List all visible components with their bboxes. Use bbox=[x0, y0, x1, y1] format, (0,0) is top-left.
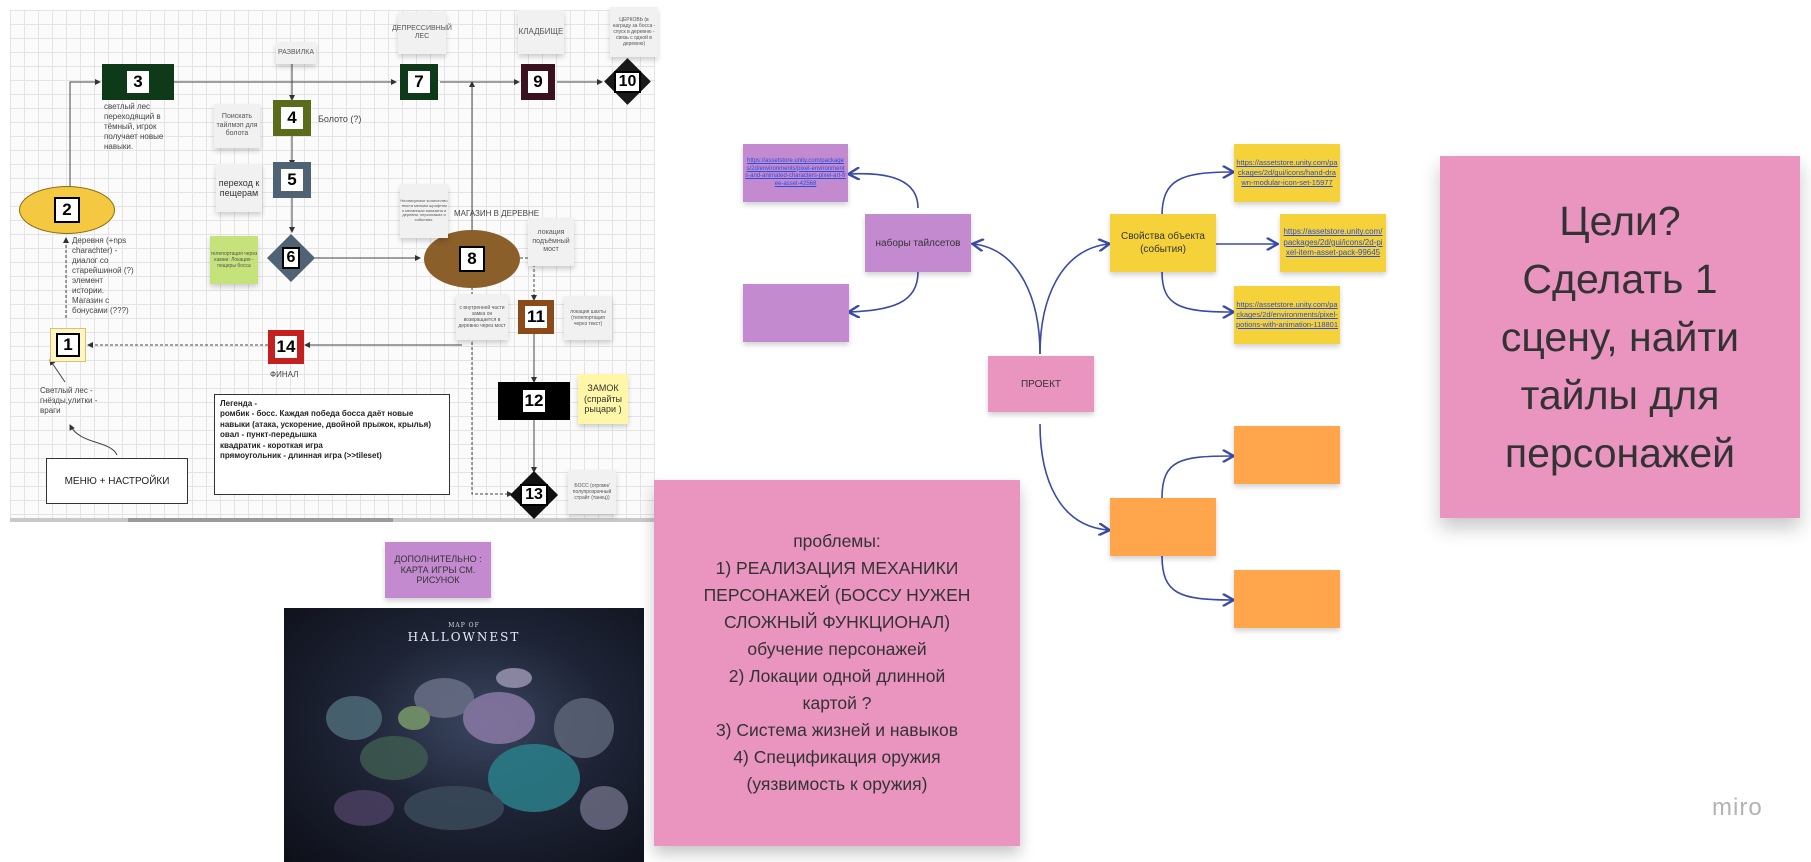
object-props-note[interactable]: Свойства объекта (события) bbox=[1110, 214, 1216, 272]
node-number: 8 bbox=[459, 246, 485, 272]
node-12-long-game[interactable]: 12 bbox=[498, 382, 570, 420]
problems-line: ПЕРСОНАЖЕЙ (БОССУ НУЖЕН bbox=[703, 585, 971, 605]
node-9-short-game[interactable]: 9 bbox=[521, 64, 555, 100]
node-number: 3 bbox=[127, 71, 149, 93]
project-root-note[interactable]: ПРОЕКТ bbox=[988, 356, 1094, 412]
problems-line: (уязвимость к оружия) bbox=[746, 774, 928, 794]
problems-line: картой ? bbox=[802, 693, 872, 713]
empty-orange-note-bottom[interactable] bbox=[1234, 570, 1340, 628]
node-number: 11 bbox=[525, 306, 547, 328]
boss-note[interactable]: БОСС (огромн/ полупрозрачный страйт (тан… bbox=[568, 470, 616, 514]
legend-oval: овал - пункт-передышка bbox=[220, 430, 317, 440]
node-3-long-game[interactable]: 3 bbox=[102, 64, 174, 100]
legend-rectangle: прямоугольник - длинная игра (>>tileset) bbox=[220, 450, 382, 460]
node-7-short-game[interactable]: 7 bbox=[400, 64, 438, 100]
problems-sticky-note[interactable]: проблемы: 1) РЕАЛИЗАЦИЯ МЕХАНИКИ ПЕРСОНА… bbox=[654, 480, 1020, 846]
tileset-link[interactable]: https://assetstore.unity.com/packages/2d… bbox=[745, 158, 846, 187]
goals-sticky-note[interactable]: Цели? Сделать 1 сцену, найти тайлы для п… bbox=[1440, 156, 1800, 518]
frame-scrollbar-thumb[interactable] bbox=[128, 518, 393, 522]
node-14-final[interactable]: 14 bbox=[268, 330, 304, 364]
legend-title: Легенда - bbox=[220, 399, 258, 408]
legend-square: квадратик - короткая игра bbox=[220, 440, 323, 450]
node-number: 4 bbox=[281, 107, 303, 129]
village-text: Деревня (+nps charachter) - диалог со ст… bbox=[72, 236, 134, 315]
node-number: 1 bbox=[56, 333, 80, 357]
swamp-label: Болото (?) bbox=[318, 114, 362, 124]
node-number: 7 bbox=[408, 71, 430, 93]
light-forest-dark-text: светлый лес переходящий в тёмный, игрок … bbox=[104, 102, 164, 151]
legend-box: Легенда - ромбик - босс. Каждая победа б… bbox=[214, 394, 450, 495]
problems-line: проблемы: bbox=[793, 531, 881, 551]
teleport-note[interactable]: телепортация через камни: Локация - пеще… bbox=[210, 236, 258, 284]
empty-purple-note[interactable] bbox=[743, 284, 849, 342]
problems-line: 1) РЕАЛИЗАЦИЯ МЕХАНИКИ bbox=[715, 558, 959, 578]
node-number: 14 bbox=[275, 336, 297, 358]
menu-settings-box[interactable]: МЕНЮ + НАСТРОЙКИ bbox=[46, 458, 188, 504]
link-b[interactable]: https://assetstore.unity.com/packages/2d… bbox=[1283, 227, 1383, 258]
flow-connectors bbox=[49, 64, 603, 497]
node-number: 12 bbox=[523, 390, 545, 412]
depressed-forest-label[interactable]: ДЕПРЕССИВНЫЙ ЛЕС bbox=[392, 12, 452, 54]
node-6-label-wrap: 6 bbox=[274, 241, 308, 275]
link-c-note[interactable]: https://assetstore.unity.com/packages/2d… bbox=[1234, 286, 1340, 344]
node-4-short-game[interactable]: 4 bbox=[273, 100, 311, 136]
link-a-note[interactable]: https://assetstore.unity.com/packages/2d… bbox=[1234, 144, 1340, 202]
map-regions bbox=[326, 668, 628, 830]
light-forest-bottom-text: Светлый лес - гнёзды,улитки - враги bbox=[40, 386, 98, 415]
node-number: 2 bbox=[54, 197, 80, 223]
church-note[interactable]: ЦЕРКОВЬ (в награду за босса - спуск в де… bbox=[610, 7, 658, 57]
link-b-note[interactable]: https://assetstore.unity.com/packages/2d… bbox=[1280, 214, 1386, 272]
map-title-small: MAP OF bbox=[448, 622, 480, 629]
node-number: 10 bbox=[613, 70, 642, 93]
node-1-start[interactable]: 1 bbox=[50, 328, 86, 362]
link-c[interactable]: https://assetstore.unity.com/packages/2d… bbox=[1236, 300, 1339, 329]
link-a[interactable]: https://assetstore.unity.com/packages/2d… bbox=[1236, 158, 1338, 187]
legend-diamond: ромбик - босс. Каждая победа босса даёт … bbox=[220, 409, 431, 429]
castle-note[interactable]: ЗАМОК (спрайты рыцари ) bbox=[578, 374, 628, 424]
node-number: 13 bbox=[520, 484, 548, 506]
hallownest-map-image[interactable]: MAP OF HALLOWNEST bbox=[284, 608, 644, 862]
node-10-label-wrap: 10 bbox=[611, 65, 644, 98]
razvilka-label[interactable]: РАЗВИЛКА bbox=[276, 42, 316, 64]
problems-line: СЛОЖНЫЙ ФУНКЦИОНАЛ) bbox=[723, 612, 951, 632]
cemetery-label[interactable]: КЛАДБИЩЕ bbox=[518, 10, 564, 54]
bridge-location-note[interactable]: локация подъёмный мост bbox=[528, 218, 574, 266]
inner-part-note[interactable]: с внутренней части замка он возвращается… bbox=[456, 294, 508, 340]
find-tilemap-note[interactable]: Поискать тайлмэп для болота bbox=[214, 104, 260, 148]
problems-line: обучение персонажей bbox=[747, 639, 927, 659]
goals-line: тайлы для bbox=[1520, 372, 1720, 418]
problems-line: 4) Спецификация оружия bbox=[733, 747, 941, 767]
mine-location-note[interactable]: локация шахты (телепортация через текст) bbox=[564, 296, 612, 340]
goals-line: сцену, найти bbox=[1500, 314, 1740, 360]
goals-line: Цели? bbox=[1559, 198, 1681, 244]
node-11-short-game[interactable]: 11 bbox=[518, 300, 554, 334]
problems-line: 2) Локации одной длинной bbox=[728, 666, 946, 686]
node-8-rest-point-oval[interactable]: 8 bbox=[424, 230, 520, 288]
tilesets-note[interactable]: наборы тайлсетов bbox=[865, 214, 971, 272]
shop-in-village-label: МАГАЗИН В ДЕРЕВНЕ bbox=[454, 209, 540, 218]
empty-orange-note-center[interactable] bbox=[1110, 498, 1216, 556]
node-number: 9 bbox=[528, 71, 548, 93]
map-title: HALLOWNEST bbox=[407, 630, 521, 644]
miro-logo: miro bbox=[1712, 794, 1763, 821]
final-label: ФИНАЛ bbox=[270, 370, 299, 379]
extra-map-note[interactable]: ДОПОЛНИТЕЛЬНО : КАРТА ИГРЫ СМ. РИСУНОК bbox=[385, 542, 491, 598]
village-small-note[interactable]: Неописуемое количество текста мелким шри… bbox=[400, 184, 448, 238]
node-13-label-wrap: 13 bbox=[517, 478, 551, 512]
node-5-short-game[interactable]: 5 bbox=[273, 162, 311, 198]
problems-line: 3) Система жизней и навыков bbox=[715, 720, 959, 740]
node-2-rest-point-oval[interactable]: 2 bbox=[19, 186, 115, 234]
tileset-link-note[interactable]: https://assetstore.unity.com/packages/2d… bbox=[743, 144, 848, 202]
goals-line: Сделать 1 bbox=[1522, 256, 1718, 302]
node-number: 6 bbox=[281, 247, 301, 269]
empty-orange-note-top[interactable] bbox=[1234, 426, 1340, 484]
goals-line: персонажей bbox=[1504, 430, 1736, 476]
node-number: 5 bbox=[281, 169, 303, 191]
caves-transition-note[interactable]: переход к пещерам bbox=[216, 164, 262, 212]
